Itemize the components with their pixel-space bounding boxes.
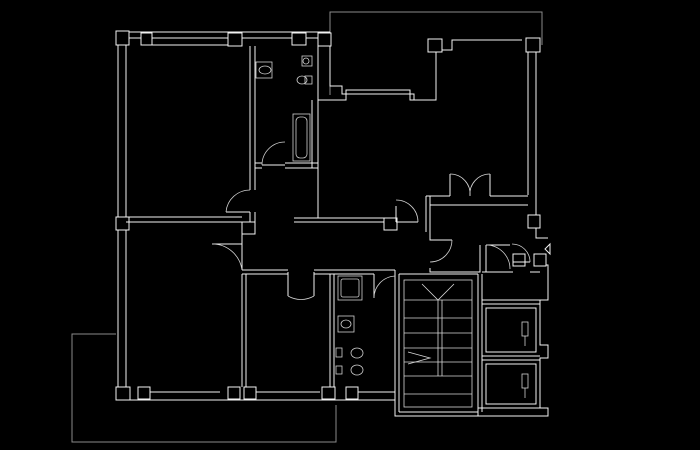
bidet	[335, 364, 364, 376]
column	[243, 386, 257, 400]
column	[427, 38, 443, 53]
column	[317, 32, 332, 47]
column	[115, 386, 131, 401]
lift-2	[485, 363, 537, 405]
washbasin	[255, 61, 273, 79]
column	[527, 214, 541, 229]
door-study	[287, 272, 315, 300]
column	[115, 30, 130, 46]
bidet	[301, 55, 313, 67]
door-living	[395, 199, 419, 223]
lift-1	[485, 307, 537, 353]
column	[321, 386, 336, 400]
columns	[115, 30, 547, 401]
door-bedroom2	[211, 243, 243, 271]
column	[383, 217, 398, 231]
door-bathroom1	[261, 141, 286, 166]
terrace-outlines	[71, 11, 543, 443]
staircase	[403, 279, 473, 408]
exterior-walls	[117, 31, 549, 417]
interior-walls	[126, 46, 540, 413]
column	[227, 32, 243, 47]
door-entrance-double	[449, 173, 491, 197]
column	[241, 221, 256, 235]
column	[115, 216, 130, 231]
door-service	[485, 243, 531, 270]
toilet	[296, 75, 313, 85]
toilet	[335, 347, 364, 359]
door-hall-left	[429, 239, 453, 263]
column	[512, 253, 526, 267]
column	[345, 386, 359, 400]
bathroom-1-fixtures	[255, 55, 313, 162]
doors	[211, 141, 551, 300]
column	[533, 253, 547, 267]
bathtub	[292, 113, 311, 162]
door-bathroom2	[373, 274, 396, 299]
bathroom-2-fixtures	[335, 275, 364, 376]
terrace-bottom-left	[71, 333, 337, 443]
door-bedroom1	[225, 189, 251, 213]
washbasin	[337, 315, 355, 333]
column	[137, 386, 151, 400]
column	[291, 32, 307, 46]
lift-shafts	[485, 307, 537, 405]
column	[227, 386, 241, 400]
entry-marker	[544, 242, 551, 256]
column	[525, 37, 541, 53]
column	[140, 32, 153, 46]
shower-tray	[337, 275, 363, 301]
